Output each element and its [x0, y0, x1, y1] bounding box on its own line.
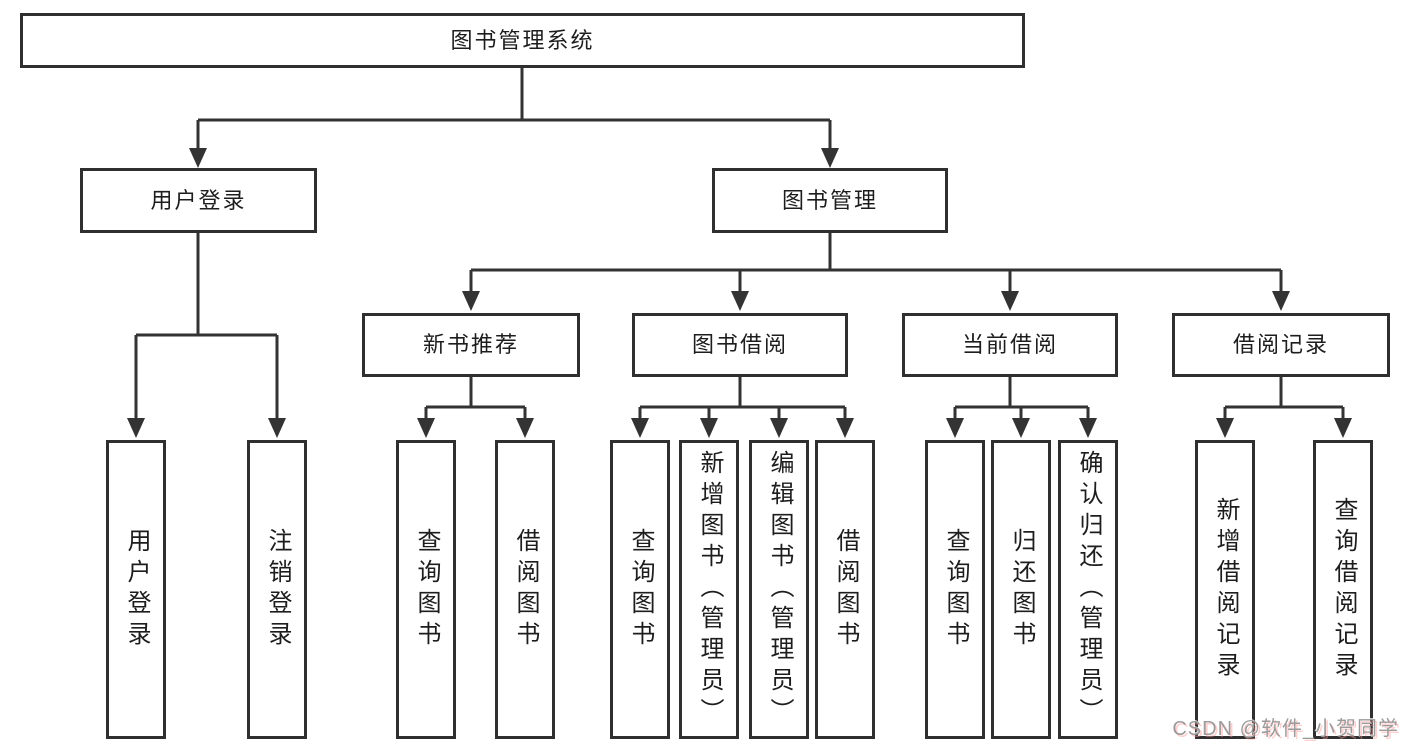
leaf-user-login-label: 用户登录	[123, 527, 150, 652]
leaf-borrow-books-borrow-label: 借阅图书	[832, 527, 859, 652]
leaf-borrow-books-recommend: 借阅图书	[495, 440, 555, 739]
arrowheads-new-book-subtree	[417, 418, 534, 438]
connector-root-to-level2	[196, 68, 832, 150]
connector-borrow-records-subtree	[1223, 377, 1345, 420]
arrowheads-level3	[462, 291, 1290, 311]
leaf-query-books-borrow: 查询图书	[610, 440, 670, 739]
leaf-return-books: 归还图书	[991, 440, 1051, 739]
leaf-edit-book-admin: 编辑图书（管理员）	[749, 440, 809, 739]
leaf-logout: 注销登录	[247, 440, 307, 739]
connector-new-book-subtree	[424, 377, 527, 420]
node-borrow-records: 借阅记录	[1172, 313, 1390, 377]
node-user-login: 用户登录	[80, 168, 317, 233]
arrowheads-user-login-subtree	[127, 418, 286, 438]
leaf-add-borrow-record-label: 新增借阅记录	[1212, 496, 1239, 683]
arrowheads-current-borrow-subtree	[946, 418, 1097, 438]
node-current-borrow: 当前借阅	[902, 313, 1118, 377]
leaf-user-login: 用户登录	[106, 440, 166, 739]
leaf-borrow-books-borrow: 借阅图书	[815, 440, 875, 739]
leaf-query-borrow-record-label: 查询借阅记录	[1330, 496, 1357, 683]
leaf-borrow-books-recommend-label: 借阅图书	[512, 527, 539, 652]
watermark: CSDN @软件_小贺同学	[1172, 718, 1399, 740]
connector-book-borrow-subtree	[638, 377, 847, 420]
leaf-query-books-borrow-label: 查询图书	[627, 527, 654, 652]
arrowheads-borrow-records-subtree	[1216, 418, 1352, 438]
connector-current-borrow-subtree	[953, 377, 1090, 420]
leaf-add-book-admin: 新增图书（管理员）	[679, 440, 739, 739]
leaf-return-books-label: 归还图书	[1008, 527, 1035, 652]
leaf-edit-book-admin-label: 编辑图书（管理员）	[766, 450, 793, 729]
node-book-borrow: 图书借阅	[632, 313, 848, 377]
connector-book-management-subtree	[469, 233, 1283, 293]
node-book-system: 图书管理系统	[20, 13, 1025, 68]
node-new-book-recommend: 新书推荐	[362, 313, 580, 377]
leaf-query-books-current-label: 查询图书	[942, 527, 969, 652]
leaf-query-books-current: 查询图书	[925, 440, 985, 739]
leaf-logout-label: 注销登录	[264, 527, 291, 652]
arrowheads-book-borrow-subtree	[631, 418, 854, 438]
leaf-add-borrow-record: 新增借阅记录	[1195, 440, 1255, 739]
leaf-confirm-return-admin-label: 确认归还（管理员）	[1075, 450, 1102, 729]
connector-user-login-subtree	[134, 233, 279, 420]
leaf-confirm-return-admin: 确认归还（管理员）	[1058, 440, 1118, 739]
node-book-management: 图书管理	[712, 168, 948, 233]
leaf-query-books-recommend: 查询图书	[396, 440, 456, 739]
leaf-add-book-admin-label: 新增图书（管理员）	[696, 450, 723, 729]
arrowheads-level2	[189, 148, 839, 168]
leaf-query-books-recommend-label: 查询图书	[413, 527, 440, 652]
leaf-query-borrow-record: 查询借阅记录	[1313, 440, 1373, 739]
